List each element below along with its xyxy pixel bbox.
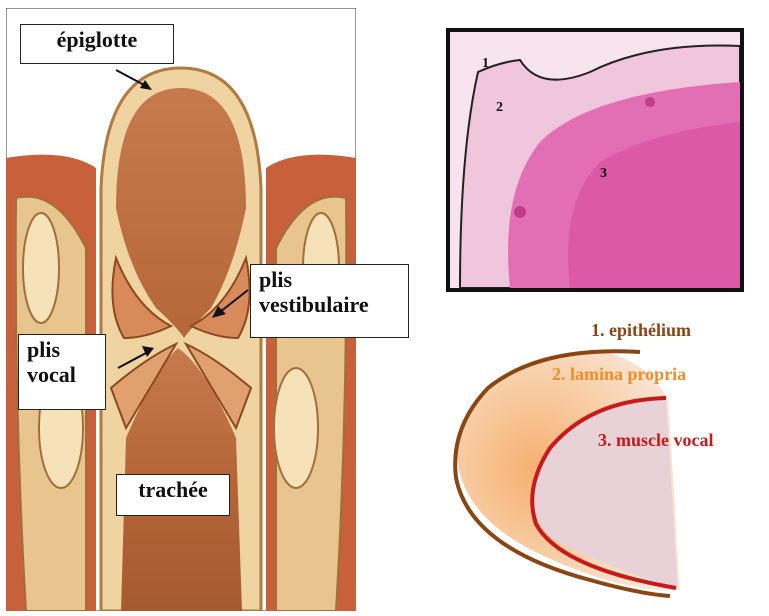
label-plis-vestibulaire-line1: plis [259, 267, 400, 292]
label-plis-vocal-line1: plis [27, 337, 97, 362]
schematic-drawing [440, 318, 769, 608]
label-lamina-propria: 2. lamina propria [552, 364, 686, 385]
histology-micrograph: 1 2 3 [446, 28, 744, 292]
label-muscle-vocal: 3. muscle vocal [598, 430, 713, 451]
histology-number-1: 1 [482, 56, 489, 72]
label-epithelium: 1. epithélium [591, 320, 691, 341]
label-trachee-text: trachée [138, 477, 208, 502]
histology-vessel [514, 206, 526, 218]
label-plis-vestibulaire: plis vestibulaire [250, 264, 409, 338]
vocal-fold-layer-schematic: 1. epithélium 2. lamina propria 3. muscl… [440, 318, 769, 608]
left-thyroid-cartilage [23, 213, 59, 323]
label-plis-vocal: plis vocal [18, 334, 106, 410]
label-plis-vocal-line2: vocal [27, 362, 97, 387]
label-plis-vestibulaire-line2: vestibulaire [259, 292, 400, 317]
histology-number-3: 3 [600, 166, 607, 182]
label-trachee: trachée [116, 474, 230, 516]
right-cricoid-cartilage [274, 368, 318, 488]
histology-vessel [645, 97, 655, 107]
histology-drawing [450, 32, 740, 288]
histology-number-2: 2 [496, 100, 503, 116]
label-epiglotte-text: épiglotte [57, 27, 138, 52]
label-epiglotte: épiglotte [20, 24, 174, 64]
